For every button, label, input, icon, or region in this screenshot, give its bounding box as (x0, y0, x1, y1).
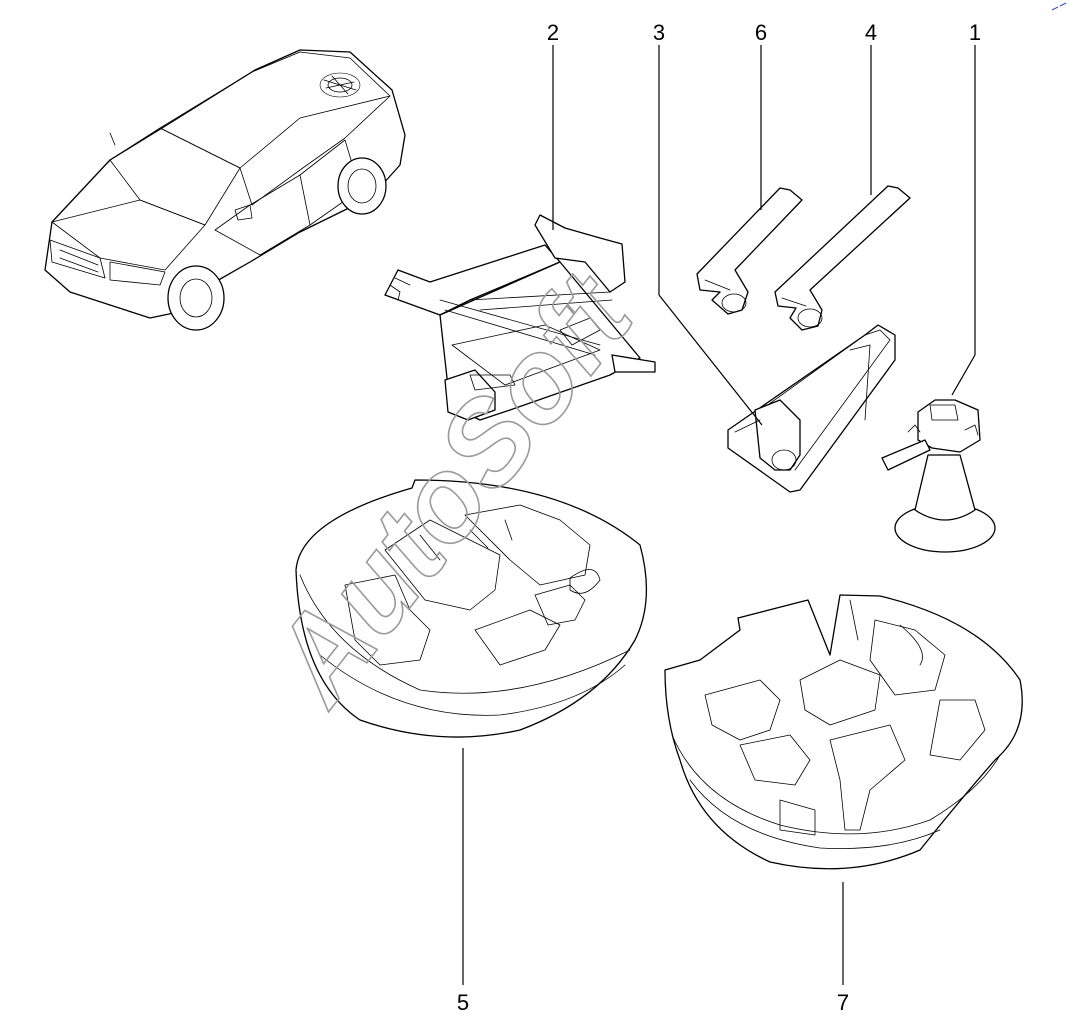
corner-mark-icon (1051, 2, 1067, 11)
callout-5: 5 (457, 990, 469, 1015)
wheel-wrench (774, 185, 911, 331)
callout-3: 3 (653, 20, 665, 45)
tool-tray-left (295, 479, 648, 738)
car-illustration (44, 49, 406, 331)
callout-1: 1 (969, 20, 981, 45)
socket-wrench (696, 187, 803, 315)
scissor-jack (384, 214, 656, 421)
tool-tray-right (664, 594, 1023, 870)
leader-lines (462, 45, 976, 985)
callout-6: 6 (755, 20, 767, 45)
callout-2: 2 (547, 20, 559, 45)
callout-7: 7 (837, 990, 849, 1015)
callout-numbers: 1 2 3 4 5 6 7 (457, 20, 981, 1015)
callout-4: 4 (865, 20, 877, 45)
wheel-chock (727, 324, 896, 493)
bottle-jack (881, 399, 996, 553)
